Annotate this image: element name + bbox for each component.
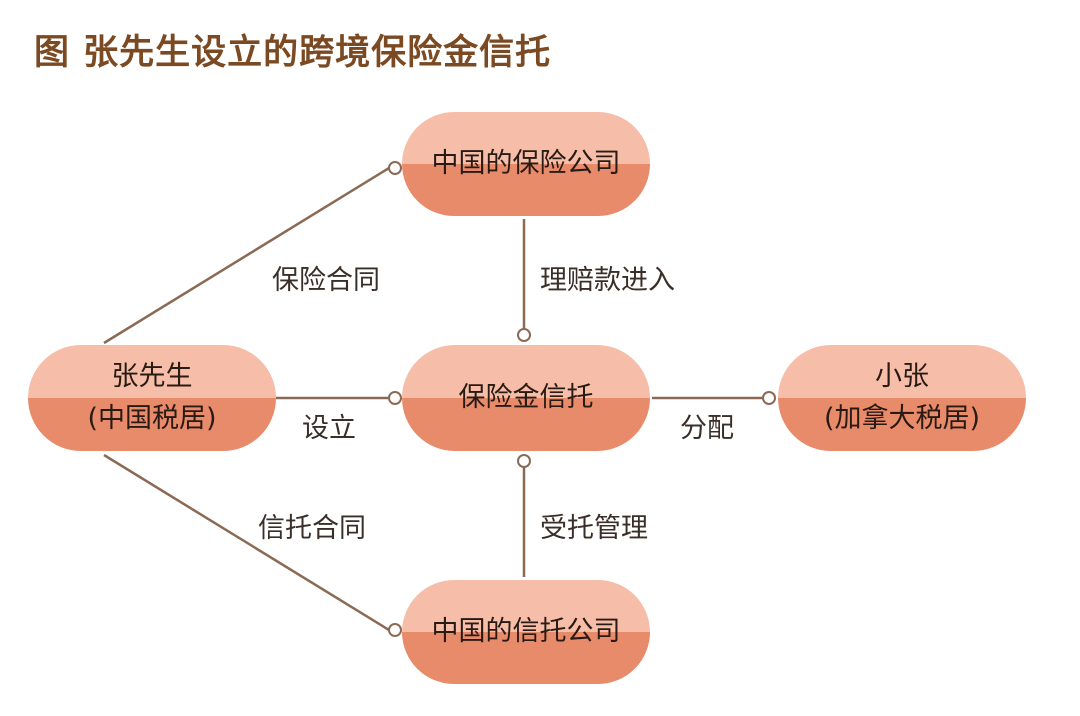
arrowhead-xiao-zhang <box>762 391 776 405</box>
node-xiao-zhang-residency: (加拿大税居) <box>823 403 981 434</box>
edge-label-trust-contract: 信托合同 <box>258 513 366 544</box>
arrowhead-insurance-company <box>388 161 402 175</box>
node-trust-company: 中国的信托公司 <box>402 580 650 684</box>
edge-label-insurance-contract: 保险合同 <box>272 265 380 296</box>
edge-label-establish: 设立 <box>302 413 356 444</box>
connector-trust-contract <box>103 453 390 632</box>
edge-label-claim-payment: 理赔款进入 <box>540 265 675 296</box>
node-insurance-company-label: 中国的保险公司 <box>431 148 621 180</box>
arrowhead-trust-from-trustee <box>517 454 531 468</box>
node-insurance-company: 中国的保险公司 <box>402 112 650 216</box>
node-mr-zhang-name: 张先生 <box>111 361 193 393</box>
diagram-title: 图 张先生设立的跨境保险金信托 <box>34 32 552 73</box>
node-trust-company-label: 中国的信托公司 <box>431 616 621 648</box>
node-xiao-zhang: 小张 (加拿大税居) <box>778 345 1026 451</box>
node-mr-zhang: 张先生 (中国税居) <box>28 345 276 451</box>
node-insurance-trust-label: 保险金信托 <box>458 382 594 414</box>
edge-label-distribute: 分配 <box>680 413 734 444</box>
node-insurance-trust: 保险金信托 <box>402 345 650 451</box>
edge-label-trustee-management: 受托管理 <box>540 513 648 544</box>
connector-insurance-contract <box>103 166 390 345</box>
arrowhead-trust-company <box>388 623 402 637</box>
node-xiao-zhang-name: 小张 <box>875 361 929 393</box>
node-mr-zhang-residency: (中国税居) <box>87 403 217 434</box>
arrowhead-trust-from-insurer <box>517 328 531 342</box>
arrowhead-trust-from-zhang <box>388 391 402 405</box>
